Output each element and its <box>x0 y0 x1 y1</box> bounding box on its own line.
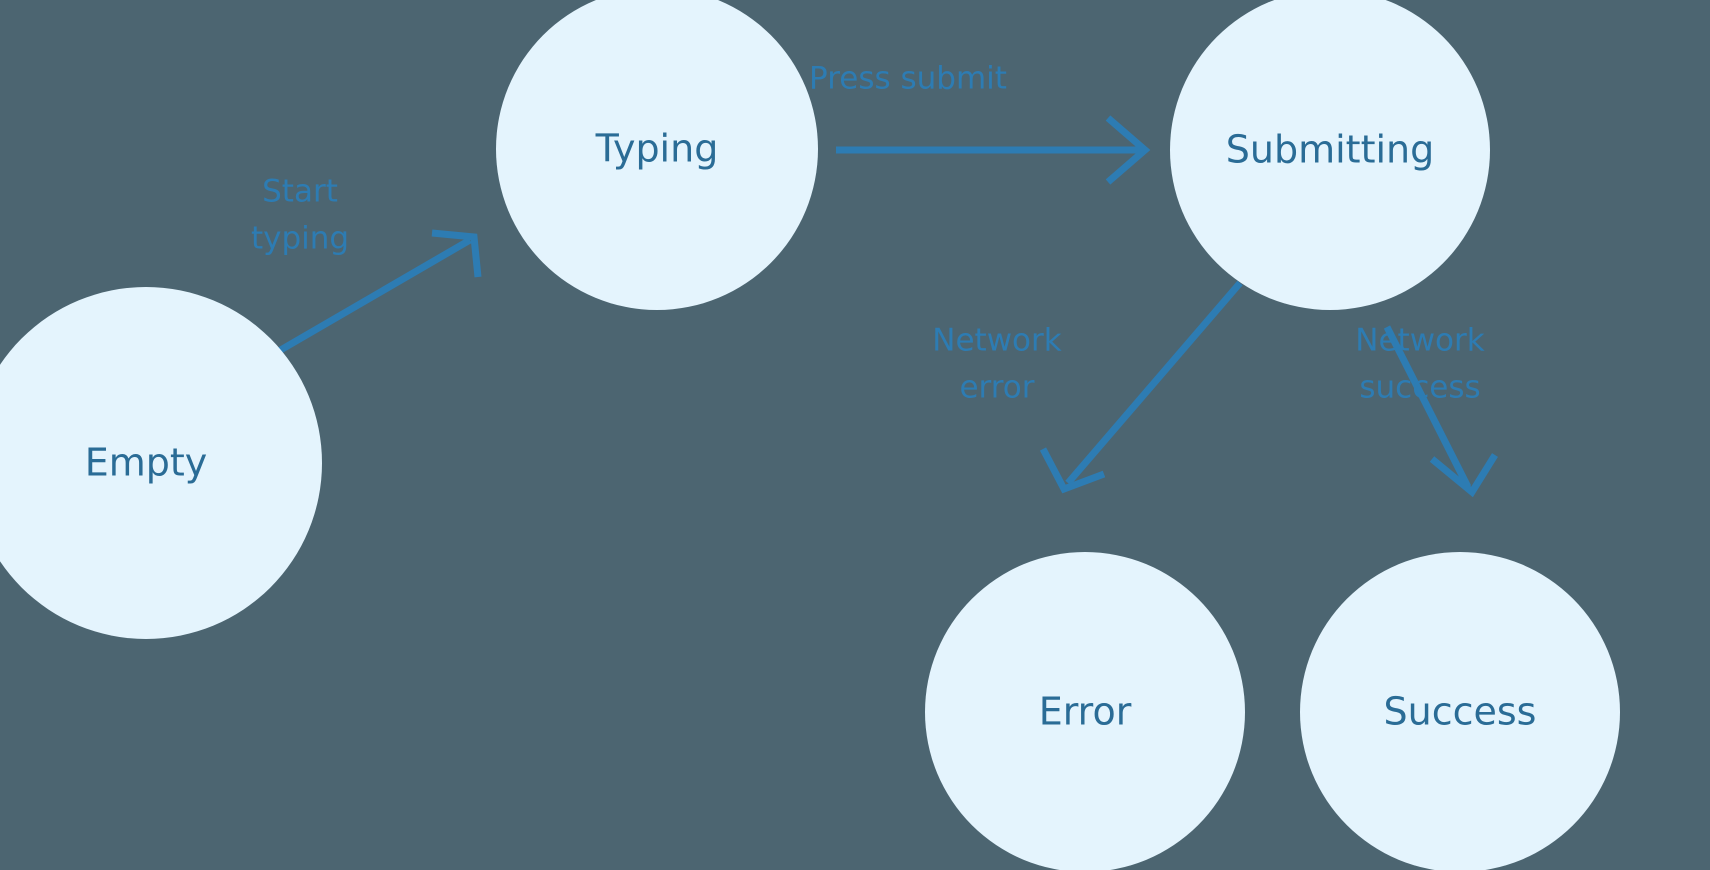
edge-label-network-error-line1: Network <box>932 323 1061 359</box>
edge-submitting-to-error-line <box>1065 280 1243 486</box>
edge-label-network-success-line2: success <box>1359 370 1480 406</box>
state-circle-error[interactable] <box>925 552 1245 870</box>
state-node-typing[interactable]: Typing <box>496 0 818 310</box>
edge-empty-to-typing-arrowhead <box>431 229 482 278</box>
edge-submitting-to-success-line <box>1383 325 1472 489</box>
state-label-success: Success <box>1384 690 1537 734</box>
edge-submitting-to-error <box>1039 280 1243 494</box>
state-circle-success[interactable] <box>1300 552 1620 870</box>
edge-label-start-typing-line1: Start <box>262 174 338 210</box>
edge-empty-to-typing <box>270 229 482 359</box>
edge-empty-to-typing-line <box>270 236 472 359</box>
edge-label-network-error-line2: error <box>959 370 1034 406</box>
state-circle-typing[interactable] <box>496 0 818 310</box>
edge-label-press-submit: Press submit <box>809 61 1007 97</box>
state-label-submitting: Submitting <box>1226 128 1434 172</box>
edge-submitting-to-success-arrowhead <box>1429 453 1498 498</box>
edge-typing-to-submitting-arrowhead <box>1105 115 1151 185</box>
edge-label-network-success-line1: Network <box>1355 323 1484 359</box>
state-label-empty: Empty <box>85 441 208 485</box>
edge-submitting-to-error-arrowhead <box>1039 447 1106 494</box>
state-label-error: Error <box>1039 690 1132 734</box>
state-node-success[interactable]: Success <box>1300 552 1620 870</box>
state-node-error[interactable]: Error <box>925 552 1245 870</box>
edge-label-start-typing-line2: typing <box>251 221 349 257</box>
state-circle-submitting[interactable] <box>1170 0 1490 310</box>
state-circle-empty[interactable] <box>0 287 322 639</box>
edge-submitting-to-success <box>1383 325 1498 498</box>
edge-typing-to-submitting <box>836 115 1151 185</box>
state-node-empty[interactable]: Empty <box>0 287 322 639</box>
state-label-typing: Typing <box>595 127 719 171</box>
state-node-submitting[interactable]: Submitting <box>1170 0 1490 310</box>
